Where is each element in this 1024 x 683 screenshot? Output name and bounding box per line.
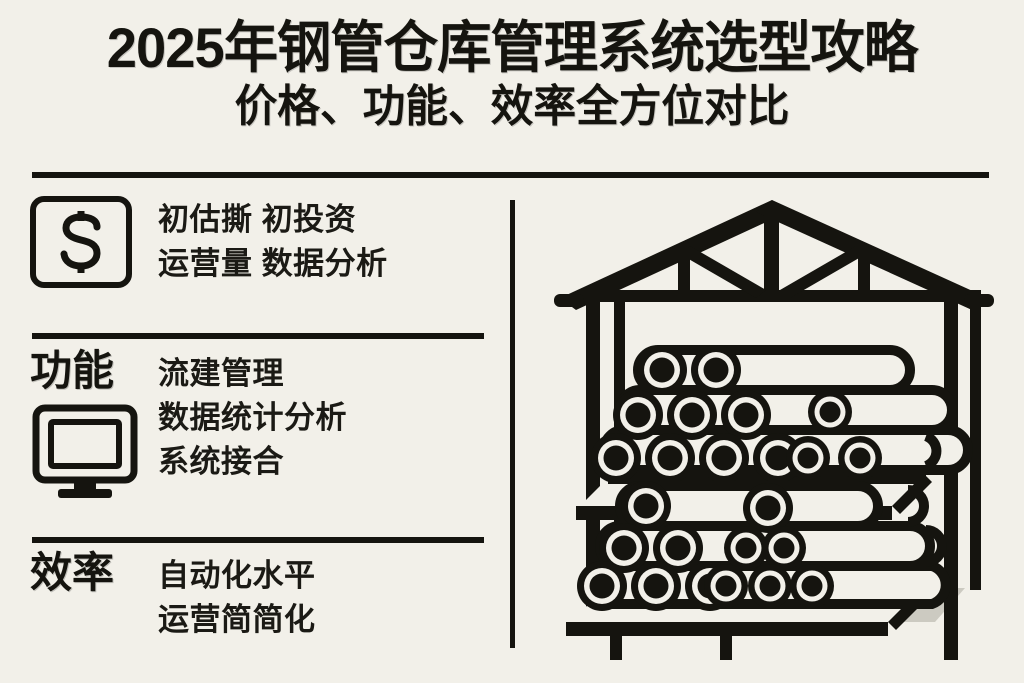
section-efficiency: 效率 自动化水平 运营简简化	[30, 552, 316, 642]
function-category-label: 功能	[30, 347, 115, 394]
vertical-divider	[510, 200, 515, 648]
efficiency-category-label: 效率	[30, 549, 115, 596]
function-feature-2: 数据统计分析	[158, 400, 347, 436]
function-feature-1: 流建管理	[158, 356, 284, 391]
efficiency-icon-column: 效率	[30, 552, 158, 594]
function-icon-column: 功能	[30, 350, 158, 502]
header-block: 2025年钢管仓库管理系统选型攻略 价格、功能、效率全方位对比	[0, 18, 1024, 132]
section-function: 功能 流建管理 数据统计分析 系统接合	[30, 350, 347, 502]
efficiency-text-column: 自动化水平 运营简简化	[158, 552, 316, 642]
page-subtitle: 价格、功能、效率全方位对比	[234, 82, 790, 132]
price-feature-1: 初估撕 初投资	[158, 202, 357, 237]
function-feature-3: 系统接合	[158, 444, 284, 480]
page-title: 2025年钢管仓库管理系统选型攻略	[106, 16, 918, 79]
efficiency-feature-2: 运营简简化	[158, 602, 316, 638]
function-text-column: 流建管理 数据统计分析 系统接合	[158, 350, 347, 484]
dollar-badge-icon	[30, 196, 132, 288]
section-price: 初估撕 初投资 运营量 数据分析	[30, 196, 388, 288]
price-icon-column	[30, 196, 158, 288]
price-feature-2: 运营量 数据分析	[158, 246, 388, 282]
section-divider-1	[32, 333, 484, 339]
steel-pipe-warehouse-illustration	[540, 190, 1010, 660]
section-divider-2	[32, 537, 484, 543]
header-divider	[32, 172, 989, 178]
price-text-column: 初估撕 初投资 运营量 数据分析	[158, 196, 388, 286]
monitor-icon	[30, 402, 158, 502]
efficiency-feature-1: 自动化水平	[158, 558, 316, 593]
